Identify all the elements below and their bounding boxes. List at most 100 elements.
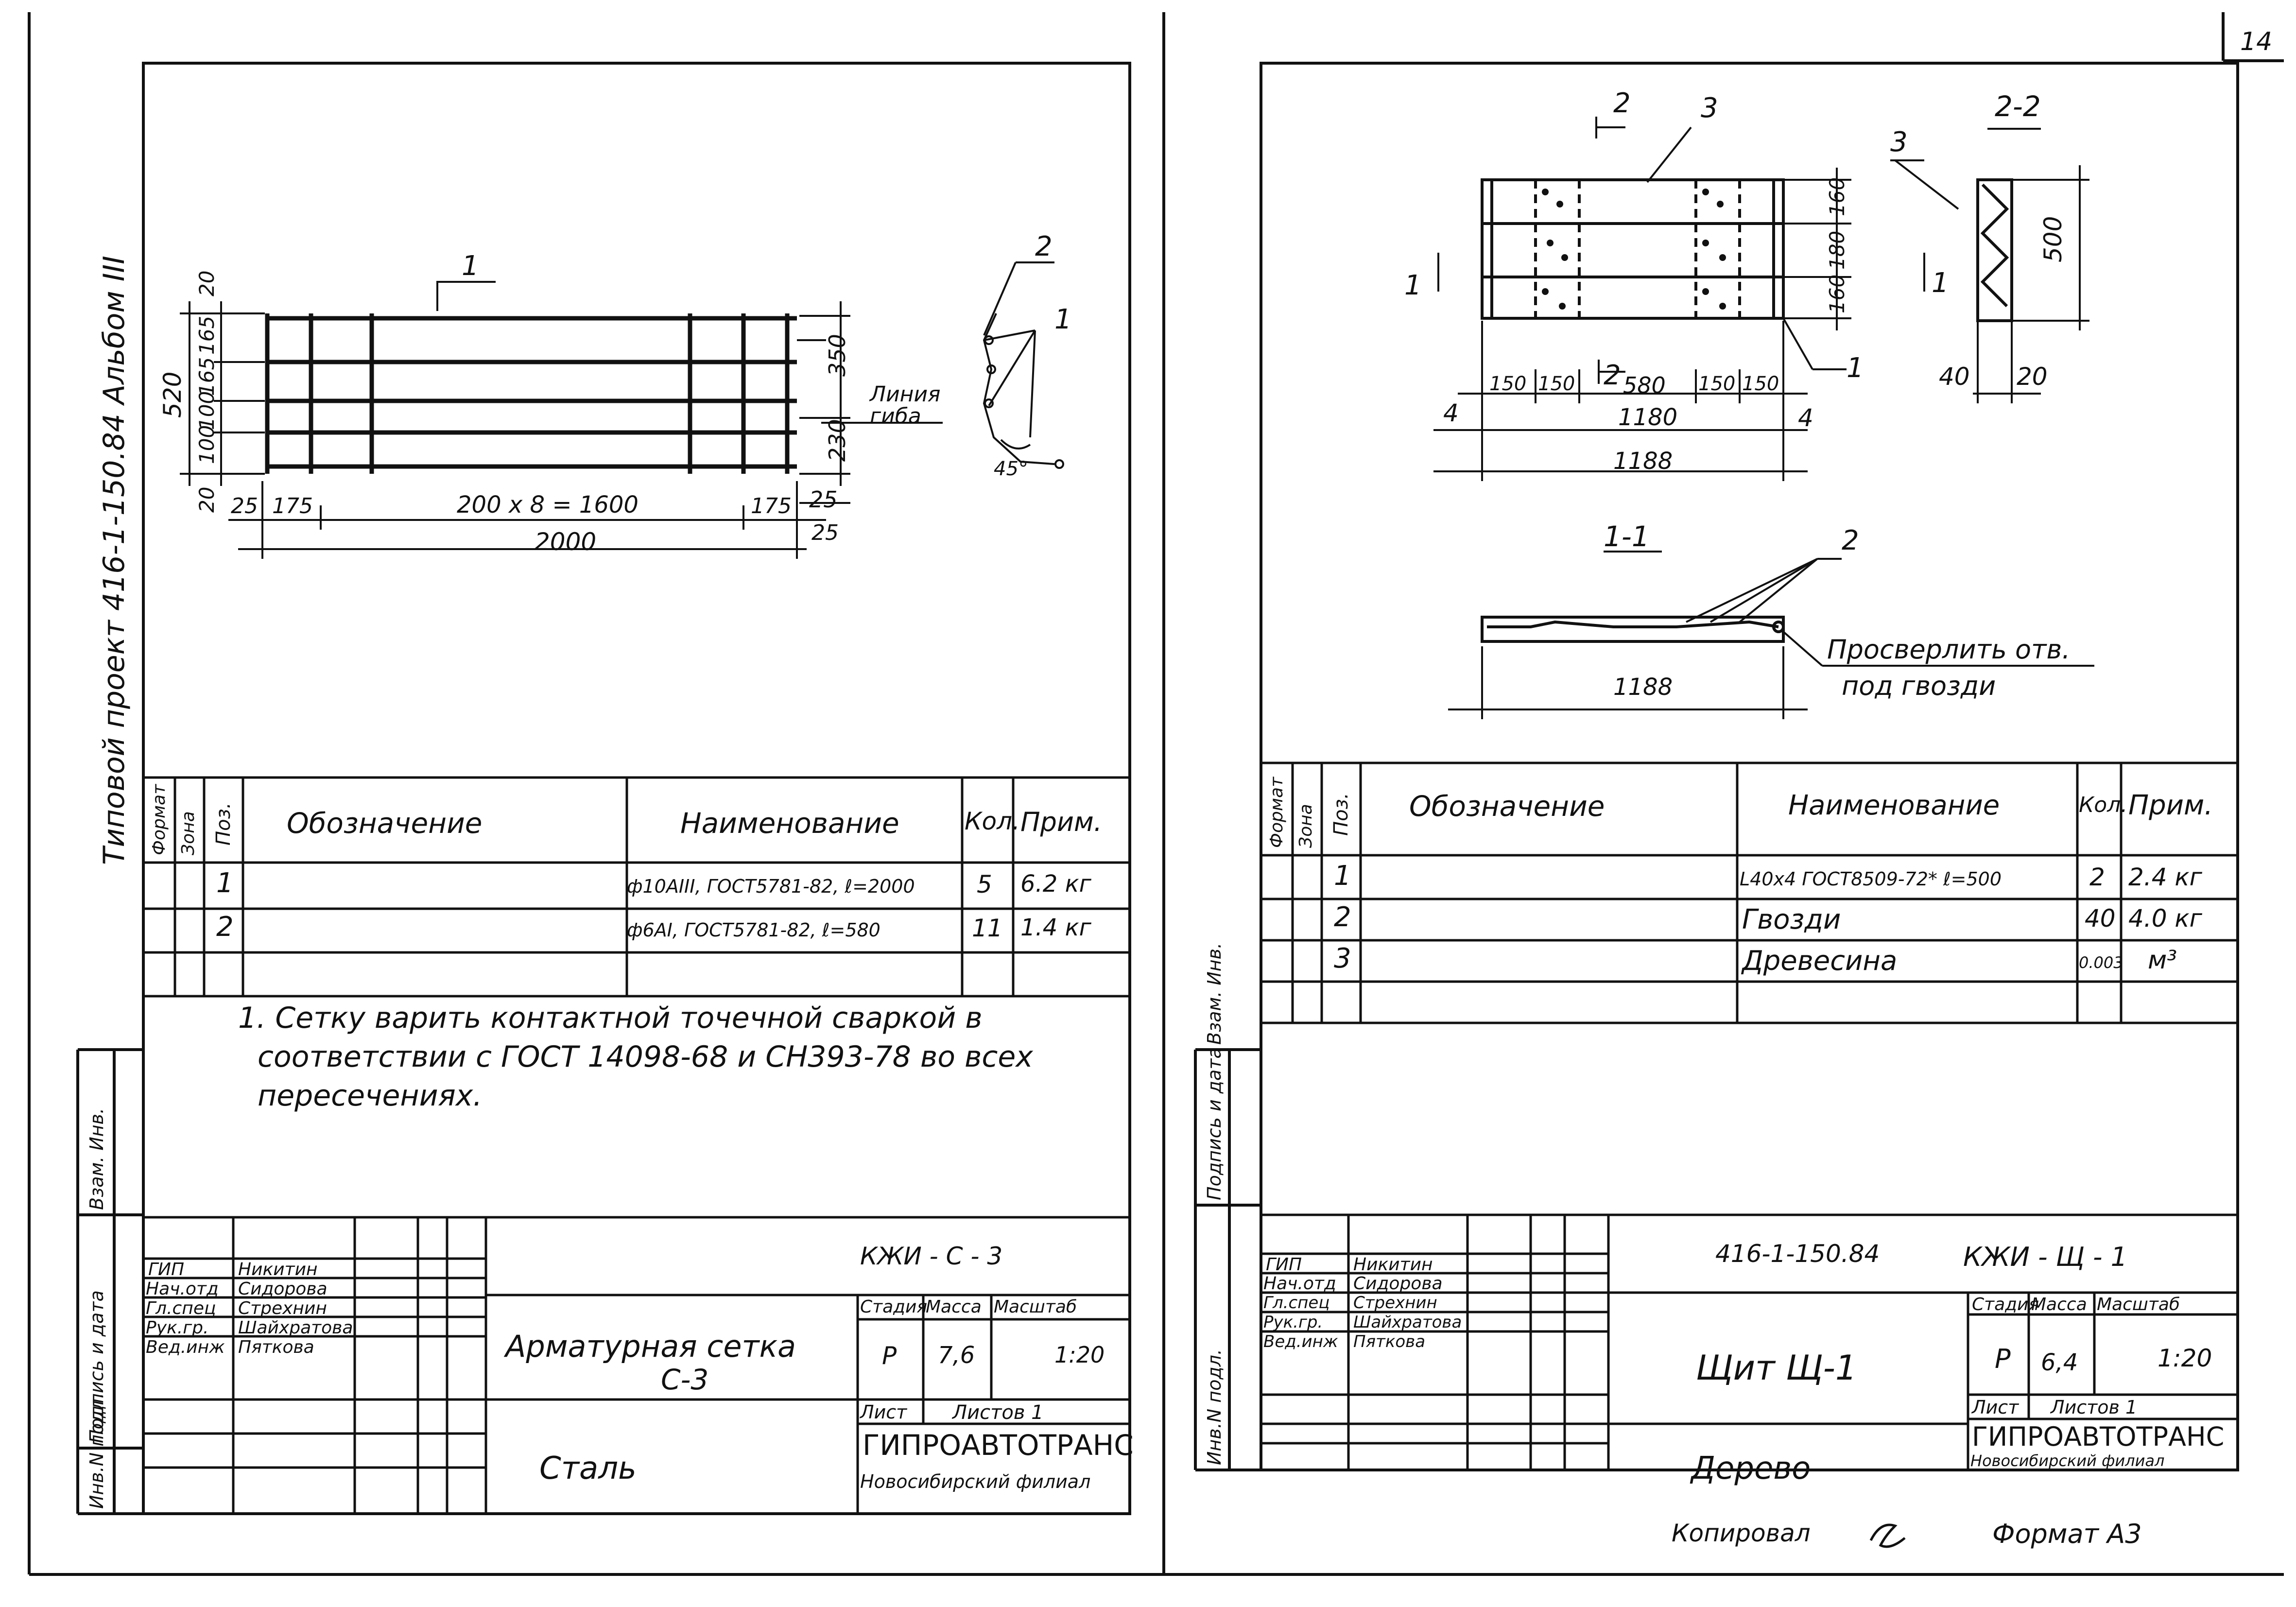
left-margin-replace: Взам. Инв. (86, 1107, 107, 1210)
dim-580: 580 (1623, 372, 1666, 398)
left-row2-name: ф6АI, ГОСТ5781-82, ℓ=580 (627, 919, 880, 941)
dim-4-right: 4 (1798, 404, 1813, 432)
right-row3-qty: 0.003 (2079, 953, 2123, 972)
left-mass: 7,6 (938, 1342, 975, 1369)
right-callout-2: 2 (1613, 87, 1631, 119)
dim-25-right: 25 (809, 486, 838, 513)
left-scale: 1:20 (1054, 1342, 1105, 1368)
right-name-1: Никитин (1353, 1255, 1433, 1275)
shield-drawing (1481, 178, 2013, 643)
left-name-3: Стрехнин (238, 1298, 327, 1318)
left-row1-note: 6.2 кг (1020, 870, 1091, 898)
dim-175-left: 175 (272, 494, 313, 518)
dim-100b: 100 (195, 425, 219, 464)
right-margin-inv: Инв.N подл. (1204, 1349, 1225, 1465)
page-number: 14 (2240, 27, 2273, 56)
dim-150c: 150 (1698, 373, 1736, 395)
left-row1-pos: 1 (216, 867, 234, 899)
left-name-4: Шайхратова (238, 1318, 353, 1338)
dim-20: 20 (2017, 363, 2048, 391)
dim-230: 230 (824, 419, 850, 462)
right-name-5: Пяткова (1353, 1332, 1426, 1351)
right-name-3: Стрехнин (1353, 1293, 1437, 1313)
right-role-nach: Нач.отд (1263, 1274, 1336, 1294)
dim-40: 40 (1939, 363, 1970, 391)
left-callout-1b: 1 (1054, 304, 1072, 335)
right-mass-label: Масса (2031, 1295, 2087, 1314)
right-hdr-zone: Зона (1296, 804, 1316, 848)
drill-note-2: под гвозди (1842, 671, 1996, 701)
right-row3-pos: 3 (1334, 943, 1351, 974)
right-callout-2b: 2 (1604, 360, 1621, 391)
left-role-nach: Нач.отд (146, 1279, 219, 1299)
dim-2000: 2000 (535, 528, 597, 556)
left-sheet-label: Лист (860, 1401, 907, 1423)
dim-165a: 165 (195, 315, 219, 355)
left-role-ruk: Рук.гр. (146, 1318, 209, 1338)
left-hdr-qty: Кол. (965, 807, 1020, 835)
right-role-ruk: Рук.гр. (1263, 1313, 1323, 1332)
left-role-ved: Вед.инж (146, 1337, 225, 1357)
right-hdr-designation: Обозначение (1409, 790, 1605, 823)
drill-note-1: Просверлить отв. (1827, 634, 2071, 665)
left-branch: Новосибирский филиал (860, 1471, 1091, 1492)
left-material: Сталь (539, 1451, 637, 1486)
dim-4-left: 4 (1443, 399, 1459, 427)
right-hdr-qty: Кол. (2079, 793, 2128, 817)
right-hdr-name: Наименование (1788, 790, 2000, 821)
left-role-gip: ГИП (148, 1260, 185, 1279)
dim-20-bottom: 20 (195, 486, 219, 513)
left-item-name-2: С-3 (661, 1363, 709, 1396)
dim-160-top: 160 (1825, 177, 1849, 216)
dim-100a: 100 (195, 391, 219, 430)
left-row1-qty: 5 (977, 870, 992, 899)
right-role-gip: ГИП (1266, 1255, 1302, 1275)
dim-180: 180 (1825, 230, 1849, 270)
left-name-2: Сидорова (238, 1279, 328, 1299)
left-hdr-designation: Обозначение (287, 807, 483, 840)
right-mass: 6,4 (2041, 1349, 2078, 1376)
right-row1-name: L40x4 ГОСТ8509-72* ℓ=500 (1740, 868, 2002, 890)
right-stage-label: Стадия (1972, 1295, 2039, 1314)
left-doc-code: КЖИ - С - 3 (860, 1242, 1003, 1270)
dim-200x8: 200 x 8 = 1600 (457, 491, 639, 518)
right-scale: 1:20 (2158, 1344, 2212, 1372)
dim-350: 350 (824, 334, 850, 377)
right-callout-1b: 1 (1847, 352, 1864, 384)
dim-165b: 165 (195, 357, 219, 396)
dim-175-right: 175 (751, 494, 792, 518)
left-hdr-pos: Поз. (212, 802, 235, 846)
left-note-line3: пересечениях. (258, 1079, 483, 1113)
left-hdr-zone: Зона (178, 811, 198, 855)
right-name-4: Шайхратова (1353, 1313, 1462, 1332)
right-margin-sign: Подпись и дата (1204, 1047, 1225, 1200)
bend-note-2: гиба (870, 404, 921, 429)
left-role-gl: Гл.спец (146, 1298, 216, 1318)
dim-520: 520 (158, 371, 187, 418)
bend-note-1: Линия (870, 382, 941, 407)
left-callout-2: 2 (1035, 231, 1053, 262)
right-branch: Новосибирский филиал (1970, 1451, 2165, 1470)
dim-150b: 150 (1538, 373, 1575, 395)
right-row1-qty: 2 (2089, 863, 2105, 891)
right-row2-name: Гвозди (1742, 904, 1841, 935)
right-role-ved: Вед.инж (1263, 1332, 1338, 1351)
left-project-label: Типовой проект 416-1-150.84 Альбом III (97, 256, 131, 865)
dim-25-bottom: 25 (811, 520, 839, 545)
right-sheet-label: Лист (1972, 1397, 2019, 1418)
right-name-2: Сидорова (1353, 1274, 1443, 1294)
right-hdr-pos: Поз. (1330, 793, 1352, 836)
dim-1180: 1180 (1618, 404, 1678, 431)
right-row2-qty: 40 (2085, 904, 2116, 933)
dim-150d: 150 (1742, 373, 1779, 395)
right-section-22: 2-2 (1995, 90, 2041, 123)
copier-signature-icon (1869, 1523, 1906, 1548)
right-row2-pos: 2 (1334, 901, 1351, 933)
right-scale-label: Масштаб (2097, 1295, 2180, 1314)
right-org: ГИПРОАВТОТРАНС (1972, 1421, 2225, 1452)
right-callout-3: 3 (1701, 92, 1718, 124)
mesh-drawing (265, 313, 797, 474)
left-margin-sign: Подпись и дата (86, 1290, 107, 1443)
right-row3-note: м³ (2148, 946, 2177, 975)
